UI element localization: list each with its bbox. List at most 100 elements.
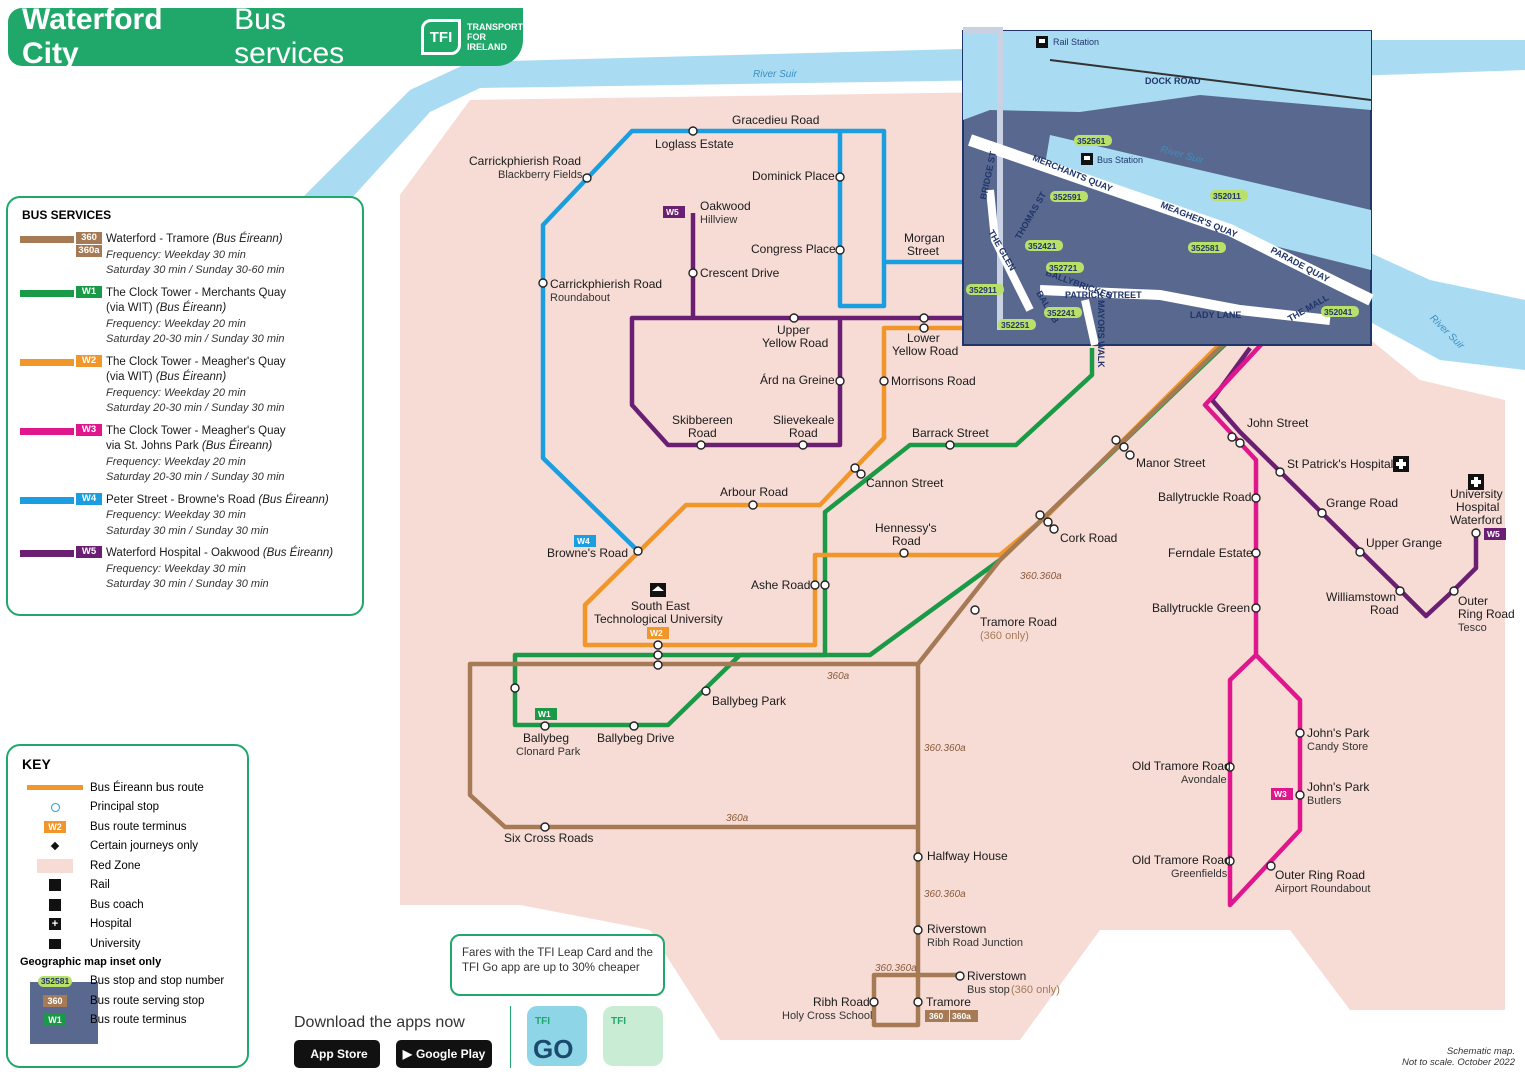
stop-sublabel: Ribh Road Junction [927,937,1023,949]
stop-label: Technological University [594,612,723,626]
stop-label: Yellow Road [762,336,828,350]
tfi-go-app-icon[interactable]: TFI GO [527,1006,587,1066]
terminus-tag: W1 [538,709,551,719]
stop-label: Road [892,534,921,548]
stop-label: Skibbereen [672,413,733,427]
stop-label: Ferndale Estate [1168,546,1253,560]
service-line-icon [20,496,74,504]
service-line-icon [20,550,74,557]
stop-label: Cork Road [1060,531,1117,545]
stop-label: Ballybeg Drive [597,731,675,745]
route-W5 [629,213,1479,619]
stop-label: Waterford [1450,513,1502,527]
river-label: River Suir [753,69,798,80]
key-row: +Hospital [20,915,235,935]
stop-label: Carrickphierish Road [469,154,581,168]
stop-label: Dominick Place [752,169,835,183]
svg-text:352241: 352241 [1047,308,1076,318]
svg-text:352911: 352911 [969,285,997,295]
title-banner: Waterford City Bus services TFI TRANSPOR… [8,3,523,70]
stop-label: Outer [1458,594,1488,608]
svg-text:352581: 352581 [1191,243,1220,253]
app-store-button[interactable]: App Store [294,1040,380,1068]
stop-label: Oakwood [700,199,751,213]
key-panel: KEY Bus Éireann bus route Principal stop… [6,744,249,1068]
route-line-icon [27,785,83,791]
bus-coach-icon [1081,153,1093,165]
stop-sublabel: Roundabout [550,292,610,304]
key-row: Principal stop [20,798,235,818]
service-line-icon [20,358,74,366]
stop-label: Upper [777,323,810,337]
stop-label: Road [789,426,818,440]
tfi-journey-planner-icon[interactable]: TFI [603,1006,663,1066]
route-note: 360.360a [875,963,917,974]
terminus-tag: W4 [577,536,590,546]
route-note: 360.360a [924,889,966,900]
stop-sublabel: Blackberry Fields [498,169,583,181]
stop-label: Yellow Road [892,344,958,358]
route-note: 360.360a [924,743,966,754]
inset-place-label: Rail Station [1053,37,1099,47]
stop-label: Carrickphierish Road [550,277,662,291]
terminus-icon: W2 [44,820,66,833]
stop-label: Barrack Street [912,426,989,440]
university-icon [49,938,61,949]
stop-label: Grange Road [1326,496,1398,510]
key-heading: KEY [22,756,51,772]
terminus-tag: W3 [1274,789,1287,799]
stop-label: Ashe Road [751,578,810,592]
svg-text:352721: 352721 [1049,263,1078,273]
stop-label: Lower [907,331,940,345]
route-terminus-icon: W1 [44,1014,66,1027]
stop-sublabel: (360 only) [1011,984,1060,996]
route-360 [467,338,1230,1028]
inset-road-label: PATRICK STREET [1065,290,1142,300]
stop-label: Riverstown [967,969,1026,983]
route-tag: W1 [76,285,102,298]
google-play-button[interactable]: ▶Google Play [396,1040,492,1068]
play-icon: ▶ [402,1047,412,1061]
service-line-icon [20,427,74,435]
stop-sublabel: Holy Cross School [782,1010,872,1022]
hospital-icon [1468,474,1484,490]
stop-label: St Patrick's Hospital [1287,457,1393,471]
terminus-tag: W5 [1487,529,1500,539]
stop-label: Árd na Greine [760,372,835,387]
city-centre-inset: DOCK ROAD MERCHANTS QUAY MEAGHER'S QUAY … [962,27,1374,368]
rail-icon [1036,36,1048,48]
inset-road-label: MAYORS WALK [1096,300,1106,368]
stop-sublabel: Clonard Park [516,746,581,758]
stop-label: Road [1370,603,1399,617]
download-heading: Download the apps now [294,1014,465,1031]
stop-sublabel: Hillview [700,214,737,226]
hospital-icon: + [49,918,61,931]
route-note: 360a [827,671,850,682]
tfi-logo-mark: TFI [421,19,461,55]
diamond-icon [50,842,60,851]
inset-key-heading: Geographic map inset only [20,955,162,968]
schematic-note: Schematic map.Not to scale. October 2022 [1401,1046,1515,1068]
service-line-icon [20,236,74,243]
stop-sublabel: Tesco [1458,622,1487,634]
stop-label: South East [631,599,690,613]
route-notes: 360a 360.360a 360.360a 360a 360.360a 360… [726,571,1062,974]
stop-label: Tramore Road [980,615,1057,629]
route-tag: 360a [76,245,102,257]
fares-note: Fares with the TFI Leap Card and the TFI… [450,934,665,996]
stop-label: Upper Grange [1366,536,1442,550]
terminus-tag: 360 [929,1011,943,1021]
key-row: University [20,934,235,954]
route-W2 [582,325,1234,648]
route-note: 360a [726,813,749,824]
stop-label: Ballytruckle Road [1158,490,1251,504]
bus-services-heading: BUS SERVICES [22,208,112,222]
red-zone-icon [37,858,73,873]
stop-label: Williamstown [1326,590,1396,604]
